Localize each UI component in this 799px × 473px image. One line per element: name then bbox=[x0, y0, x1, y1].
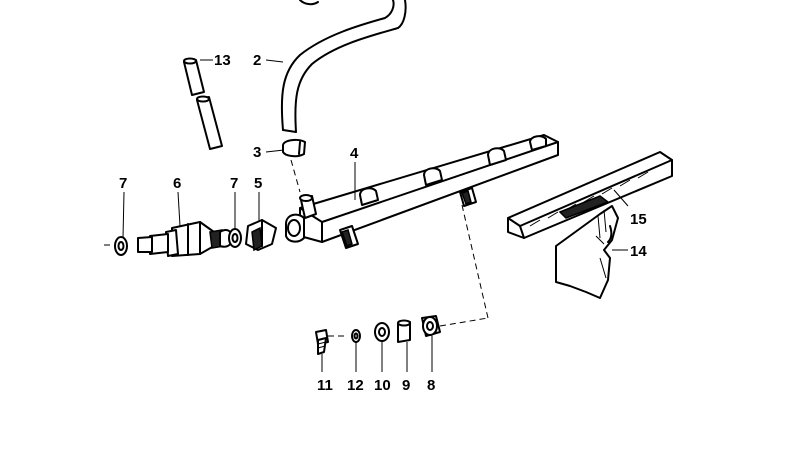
callout-6: 6 bbox=[173, 175, 181, 192]
washer-part-10 bbox=[374, 322, 390, 342]
spring-washer-part-12 bbox=[351, 329, 361, 343]
callout-2: 2 bbox=[253, 52, 261, 69]
hose-clamp-part-3 bbox=[282, 138, 306, 193]
callout-13: 13 bbox=[214, 52, 231, 69]
callout-15: 15 bbox=[630, 211, 647, 228]
bolt-part-11 bbox=[315, 329, 346, 355]
callout-12: 12 bbox=[347, 377, 364, 394]
cover-strip-part-15 bbox=[507, 151, 673, 239]
callout-5: 5 bbox=[254, 175, 262, 192]
leader-lines bbox=[122, 59, 629, 372]
hose-pieces-part-13 bbox=[183, 57, 223, 150]
o-ring-left-part-7 bbox=[104, 236, 128, 256]
callout-numbers: 13 2 3 4 7 6 7 5 15 14 11 12 10 9 8 bbox=[119, 52, 647, 394]
fuel-rail-part-4 bbox=[285, 134, 559, 249]
callout-7-right: 7 bbox=[230, 175, 238, 192]
callout-3: 3 bbox=[253, 144, 261, 161]
callout-9: 9 bbox=[402, 377, 410, 394]
callout-7-left: 7 bbox=[119, 175, 127, 192]
callout-8: 8 bbox=[427, 377, 435, 394]
callout-10: 10 bbox=[374, 377, 391, 394]
callout-4: 4 bbox=[350, 145, 359, 162]
fuel-hose-part-2 bbox=[280, 0, 407, 133]
o-ring-right-part-7 bbox=[228, 228, 242, 248]
grommet-part-8 bbox=[421, 315, 441, 337]
sleeve-part-9 bbox=[397, 319, 411, 343]
fuel-injector-part-6 bbox=[137, 221, 233, 257]
holder-clip-part-5 bbox=[245, 219, 277, 252]
bracket-plate-part-14 bbox=[555, 205, 619, 299]
callout-14: 14 bbox=[630, 243, 647, 260]
callout-11: 11 bbox=[317, 377, 333, 394]
assembly-center-line bbox=[439, 204, 489, 327]
